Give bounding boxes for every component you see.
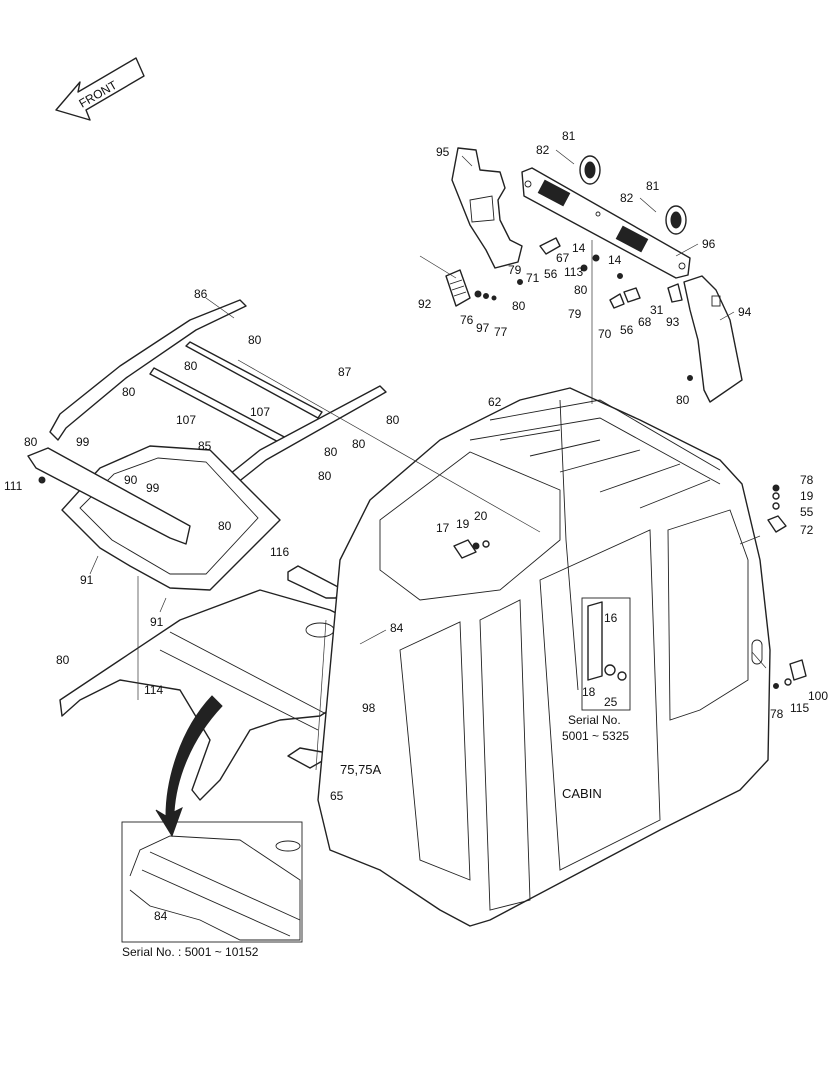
label-56-b: 56 <box>620 323 634 337</box>
strip-107-a <box>185 341 323 419</box>
cabin-62 <box>317 387 771 927</box>
rear-pillar-trim-94 <box>683 275 743 403</box>
rear-pillar-trim-95 <box>451 147 523 269</box>
label-113: 113 <box>564 265 583 279</box>
panel-116 <box>287 565 341 599</box>
label-80-k-top: 80 <box>318 469 332 483</box>
headliner-board-84 <box>59 589 417 801</box>
label-107-b: 107 <box>176 413 196 427</box>
label-80-i: 80 <box>352 437 366 451</box>
label-92: 92 <box>418 297 432 311</box>
label-55: 55 <box>800 505 814 519</box>
label-82-upper: 82 <box>536 143 550 157</box>
label-81-upper: 81 <box>562 129 576 143</box>
label-80-c: 80 <box>676 393 690 407</box>
label-85: 85 <box>198 439 212 453</box>
label-80-d: 80 <box>248 333 262 347</box>
label-56-a: 56 <box>544 267 558 281</box>
label-80-g: 80 <box>386 413 400 427</box>
label-80-j: 80 <box>324 445 338 459</box>
label-19-b: 19 <box>800 489 814 503</box>
speaker-81-lower <box>665 205 687 235</box>
label-90: 90 <box>124 473 138 487</box>
part-72 <box>767 484 787 533</box>
speaker-81-upper <box>579 155 601 185</box>
label-71: 71 <box>526 271 540 285</box>
label-96: 96 <box>702 237 716 251</box>
leader-lines <box>39 149 767 771</box>
label-14-b: 14 <box>608 253 622 267</box>
label-84-b: 84 <box>154 909 168 923</box>
grab-handle-92 <box>445 269 497 307</box>
label-80-b: 80 <box>512 299 526 313</box>
label-78-b: 78 <box>770 707 784 721</box>
part-100 <box>773 659 807 689</box>
label-80-a: 80 <box>574 283 588 297</box>
label-78-a: 78 <box>800 473 814 487</box>
label-82-lower: 82 <box>620 191 634 205</box>
serial-box-1-line1: Serial No. <box>568 713 621 727</box>
label-80-l: 80 <box>56 653 70 667</box>
label-91-b: 91 <box>150 615 164 629</box>
label-111: 111 <box>4 479 23 493</box>
label-31: 31 <box>650 303 664 317</box>
label-114: 114 <box>144 683 163 697</box>
serial-box-2: Serial No. : 5001 ~ 10152 <box>122 945 259 959</box>
label-84-a: 84 <box>390 621 404 635</box>
label-99-a: 99 <box>76 435 90 449</box>
label-19-a: 19 <box>456 517 470 531</box>
label-68: 68 <box>638 315 652 329</box>
label-79-b: 79 <box>568 307 582 321</box>
label-70: 70 <box>598 327 612 341</box>
label-86: 86 <box>194 287 208 301</box>
cabin-label: CABIN <box>562 786 602 801</box>
label-80-k: 80 <box>218 519 232 533</box>
label-93: 93 <box>666 315 680 329</box>
inset-serial-10152 <box>121 821 303 943</box>
label-25: 25 <box>604 695 618 709</box>
label-77: 77 <box>494 325 508 339</box>
label-94: 94 <box>738 305 752 319</box>
label-80-h: 80 <box>24 435 38 449</box>
clips-rear <box>517 237 693 381</box>
label-75-75a: 75,75A <box>340 762 382 777</box>
front-arrow: FRONT <box>55 57 145 121</box>
label-98: 98 <box>362 701 376 715</box>
label-91-a: 91 <box>80 573 94 587</box>
label-79-a: 79 <box>508 263 522 277</box>
label-80-f: 80 <box>122 385 136 399</box>
label-76: 76 <box>460 313 474 327</box>
part-labels: 95 82 81 81 82 96 14 67 14 79 71 56 113 … <box>4 129 828 923</box>
inset-serial-5325 <box>581 597 631 711</box>
label-99-b: 99 <box>146 481 160 495</box>
label-17: 17 <box>436 521 450 535</box>
label-87: 87 <box>338 365 352 379</box>
label-115: 115 <box>790 701 809 715</box>
serial-box-1-line2: 5001 ~ 5325 <box>562 729 629 743</box>
label-14-a: 14 <box>572 241 586 255</box>
label-95: 95 <box>436 145 450 159</box>
label-107-a: 107 <box>250 405 270 419</box>
label-65: 65 <box>330 789 344 803</box>
label-97: 97 <box>476 321 490 335</box>
label-81-lower: 81 <box>646 179 660 193</box>
label-100: 100 <box>808 689 828 703</box>
label-16: 16 <box>604 611 618 625</box>
label-18: 18 <box>582 685 596 699</box>
label-20: 20 <box>474 509 488 523</box>
label-72: 72 <box>800 523 814 537</box>
label-80-e: 80 <box>184 359 198 373</box>
label-116: 116 <box>270 545 289 559</box>
label-67: 67 <box>556 251 570 265</box>
rear-speaker-panel-96 <box>521 167 691 279</box>
roof-rail-86 <box>49 299 247 441</box>
label-62: 62 <box>488 395 502 409</box>
lamp-17 <box>453 539 490 559</box>
